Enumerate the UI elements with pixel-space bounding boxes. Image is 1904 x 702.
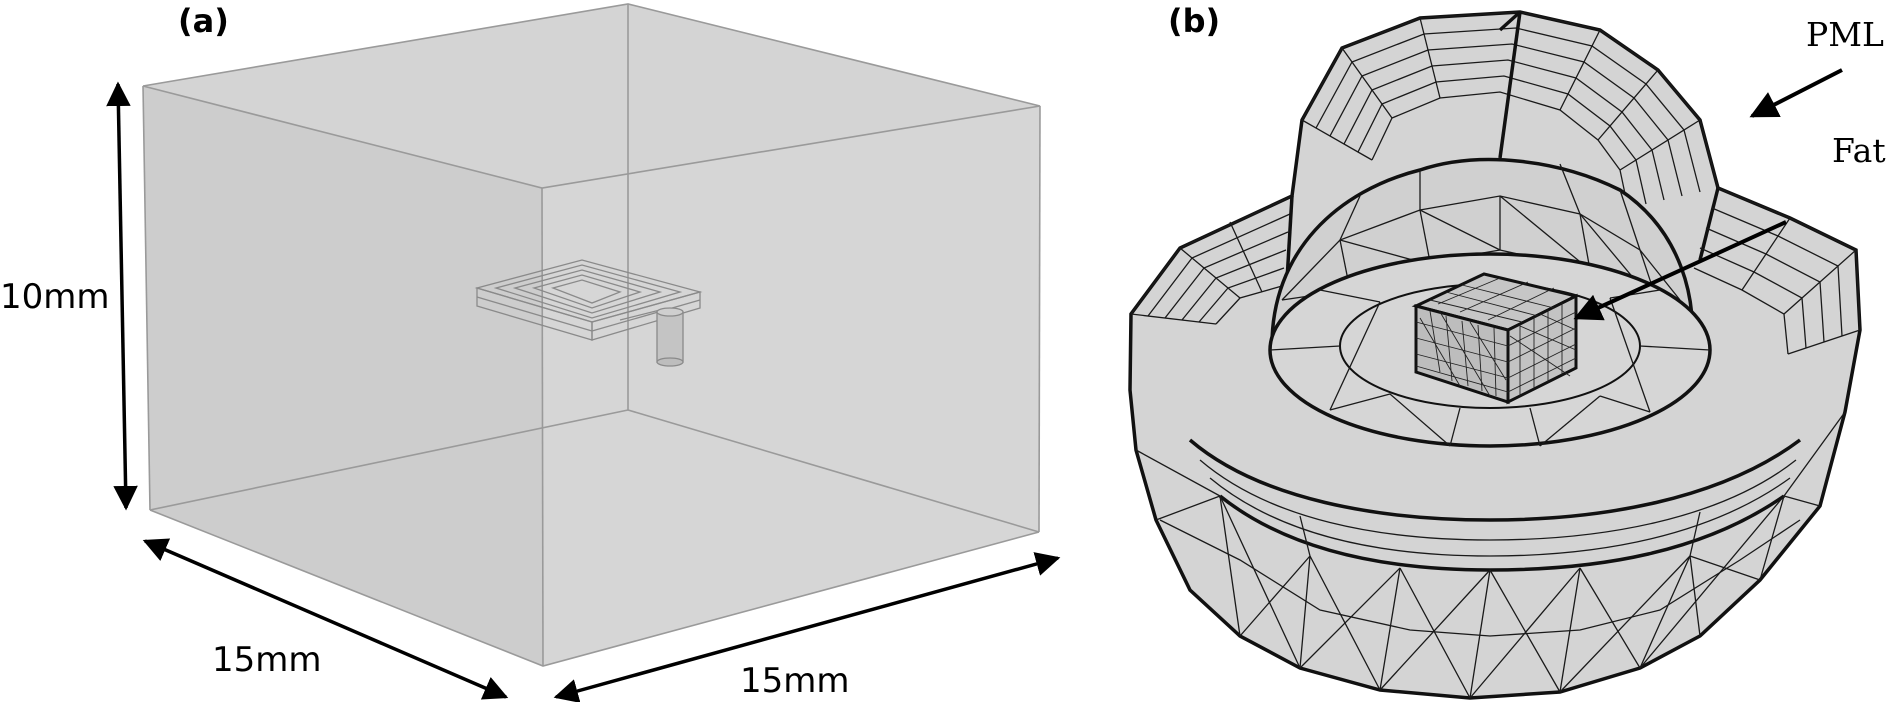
pml-callout-arrow	[1749, 68, 1843, 118]
panel-a-label: (a)	[178, 2, 229, 40]
height-dimension-arrow	[106, 81, 138, 511]
box-front-right-face	[542, 106, 1040, 666]
panel-b-label: (b)	[1168, 2, 1220, 40]
fat-label: Fat	[1832, 131, 1886, 170]
width-dimension-arrow	[553, 552, 1061, 702]
fat-block	[1411, 272, 1581, 405]
box-top-face	[143, 4, 1040, 188]
depth-dimension-arrow	[142, 538, 509, 700]
panel-a: (a)	[0, 2, 1061, 702]
fat-callout-arrow	[1573, 220, 1787, 321]
pml-label: PML	[1806, 15, 1884, 54]
panel-b: (b)	[1128, 2, 1886, 700]
coil-antenna	[474, 259, 703, 367]
width-label: 15mm	[740, 661, 850, 701]
height-label: 10mm	[0, 277, 110, 317]
depth-label: 15mm	[212, 640, 322, 680]
box-front-left-face	[143, 86, 543, 666]
